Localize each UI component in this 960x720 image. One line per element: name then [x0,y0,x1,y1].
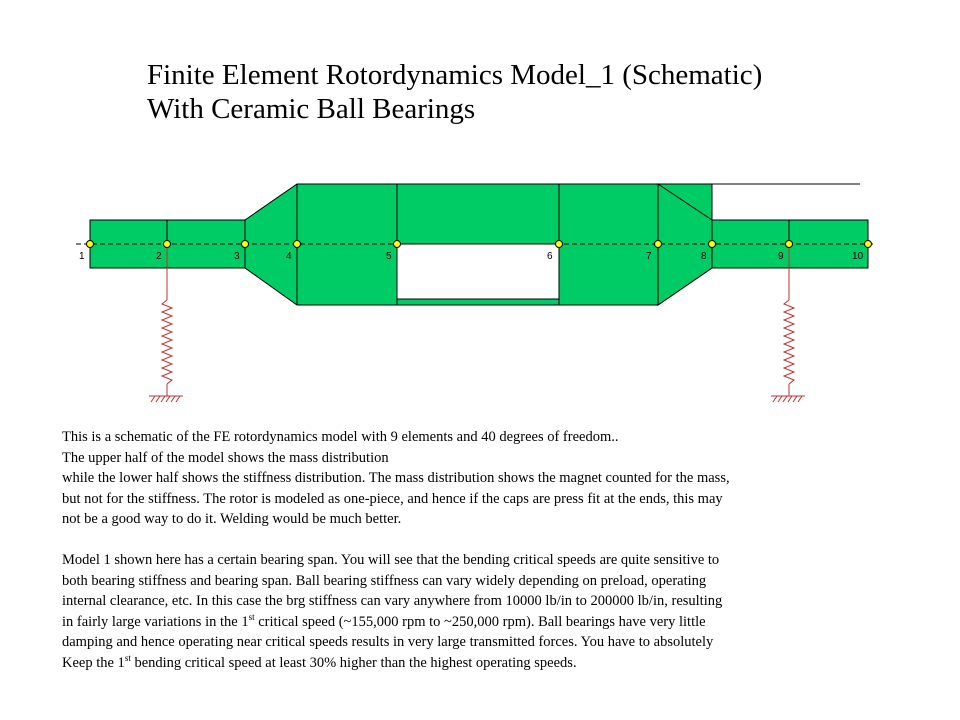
node-6 [555,240,563,248]
description-text: This is a schematic of the FE rotordynam… [62,427,942,674]
desc-p2-line3: internal clearance, etc. In this case th… [62,593,723,610]
node-3 [241,240,249,248]
node-label-8: 8 [701,251,707,262]
node-9 [785,240,793,248]
desc-p1-line2: The upper half of the model shows the ma… [62,449,389,466]
node-label-3: 3 [234,251,240,262]
desc-p2-line4: in fairly large variations in the 1st cr… [62,612,942,633]
node-label-5: 5 [386,251,392,262]
desc-p2-line2: both bearing stiffness and bearing span.… [62,572,707,589]
title-line-2: With Ceramic Ball Bearings [147,93,476,125]
desc-p2-line1: Model 1 shown here has a certain bearing… [62,551,720,568]
node-7 [654,240,662,248]
node-label-2: 2 [156,251,162,262]
node-5 [393,240,401,248]
slide-title: Finite Element Rotordynamics Model_1 (Sc… [147,58,762,126]
desc-p1-line3: while the lower half shows the stiffness… [62,470,730,487]
node-label-10: 10 [852,251,864,262]
desc-p2-line6a: Keep the 1 [62,654,125,671]
node-labels: 1 2 3 4 5 6 7 8 9 10 [79,251,864,262]
desc-p2-line5: damping and hence operating near critica… [62,634,714,651]
rotor-schematic: 1 2 3 4 5 6 7 8 9 10 [76,183,874,403]
desc-p2-line6-sup: st [124,653,131,664]
desc-p2-line6: Keep the 1st bending critical speed at l… [62,653,942,674]
desc-p2-line4a: in fairly large variations in the 1 [62,613,249,630]
node-8 [708,240,716,248]
rotor-nodes [86,240,872,248]
bearing-spring-left [149,244,183,403]
desc-p1-line5: not be a good way to do it. Welding woul… [62,511,402,528]
node-10 [864,240,872,248]
node-label-7: 7 [646,251,652,262]
node-2 [163,240,171,248]
node-label-6: 6 [547,251,553,262]
node-label-4: 4 [286,251,292,262]
title-line-1: Finite Element Rotordynamics Model_1 (Sc… [147,59,763,91]
node-label-9: 9 [778,251,784,262]
desc-p1-line1: This is a schematic of the FE rotordynam… [62,429,619,445]
bearing-spring-right [771,244,805,403]
node-4 [293,240,301,248]
desc-p2-line6b: bending critical speed at least 30% high… [130,654,577,671]
desc-p1-line4: but not for the stiffness. The rotor is … [62,490,723,507]
node-1 [86,240,94,248]
desc-p2-line4b: critical speed (~155,000 rpm to ~250,000… [254,613,706,630]
magnet-cavity [396,243,560,300]
node-label-1: 1 [79,251,85,262]
desc-p2-line4-sup: st [248,611,255,622]
